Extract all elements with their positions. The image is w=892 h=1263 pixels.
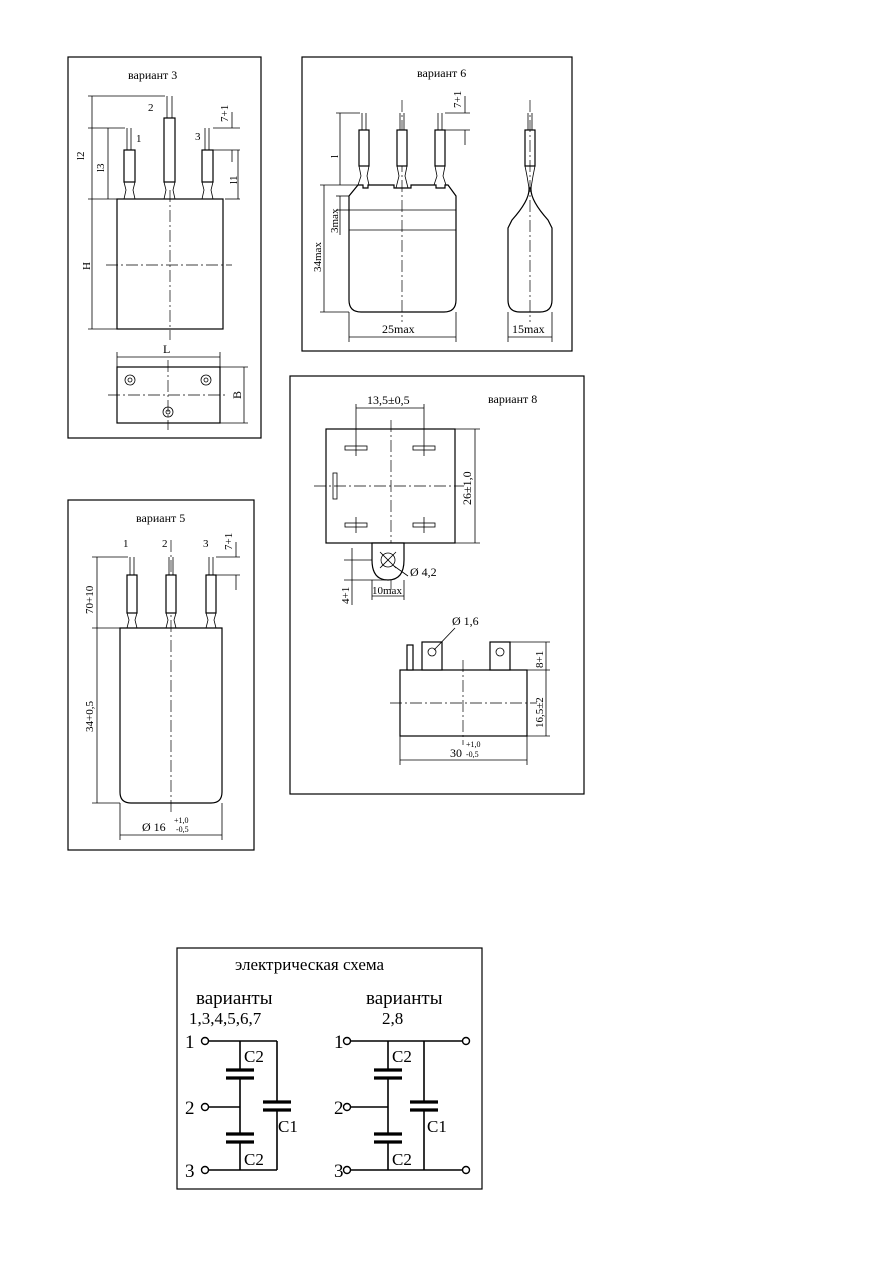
variant-8-dim-tab: 4+1 [340, 587, 352, 604]
schematic-right-terminal-3: 3 [334, 1161, 344, 1182]
schematic-title: электрическая схема [235, 955, 385, 974]
schematic-left-terminal-1: 1 [185, 1032, 195, 1053]
variant-8-frame [289, 375, 585, 795]
variant-6-frame [301, 56, 573, 352]
variant-6-dim-height: 34max [312, 242, 324, 272]
schematic-panel: электрическая схема варианты 1,3,4,5,6,7… [176, 947, 483, 1190]
variant-8-dim-body-height: 16,5±2 [534, 697, 546, 728]
variant-3-pin-2: 2 [148, 102, 154, 114]
variant-8-dim-hole: Ø 4,2 [410, 565, 437, 579]
variant-6-dim-l: l [329, 155, 341, 158]
variant-3-frame [67, 56, 262, 439]
schematic-right-terminal-1: 1 [334, 1032, 344, 1053]
variant-6-dim-shoulder: 3max [329, 208, 341, 233]
schematic-right-terminal-2: 2 [334, 1098, 344, 1119]
variant-3-pin-1: 1 [136, 133, 142, 145]
schematic-left-c2-bottom: C2 [244, 1150, 264, 1169]
variant-5-pin-3: 3 [203, 538, 209, 550]
variant-8-mount-tab [371, 542, 405, 581]
variant-8-dim-length-upper: +1,0 [466, 740, 481, 749]
variant-8-title: вариант 8 [488, 392, 537, 406]
schematic-right-circuit: 1 2 3 C2 C2 C1 [334, 1032, 471, 1182]
variant-6-panel: вариант 6 34max 3max [301, 56, 573, 352]
variant-3-dim-H: H [81, 262, 93, 270]
variant-3-dim-tol: 7+1 [219, 105, 231, 122]
variant-8-panel: вариант 8 Ø 4,2 13,5±0,5 26±1,0 [289, 375, 585, 795]
variant-3-panel: вариант 3 1 2 3 l2 l3 H [67, 56, 262, 439]
variant-3-dim-l3: l3 [95, 163, 107, 172]
schematic-right-c2-bottom: C2 [392, 1150, 412, 1169]
variant-6-dim-depth: 15max [512, 322, 545, 336]
schematic-left-circuit: 1 2 3 C2 C2 C1 [185, 1032, 298, 1182]
schematic-right-subheading: 2,8 [382, 1009, 403, 1028]
variant-8-dim-height: 26±1,0 [460, 471, 474, 505]
variant-5-frame [67, 499, 255, 851]
variant-8-dim-pin-height: 8+1 [534, 651, 546, 668]
variant-3-dim-B: B [230, 391, 244, 399]
variant-8-dim-pin-dia: Ø 1,6 [452, 614, 479, 628]
schematic-frame [176, 947, 483, 1190]
variant-6-body [348, 184, 457, 313]
variant-6-dim-tol: 7+1 [452, 91, 464, 108]
variant-5-dim-tol-lower: -0,5 [176, 825, 189, 834]
schematic-left-terminal-2: 2 [185, 1098, 195, 1119]
variant-5-dim-height: 34+0,5 [84, 701, 96, 732]
variant-8-dim-length: 30 [450, 746, 462, 760]
schematic-right-c2-top: C2 [392, 1047, 412, 1066]
variant-6-dim-width: 25max [382, 322, 415, 336]
schematic-left-c2-top: C2 [244, 1047, 264, 1066]
variant-5-dim-diameter: Ø 16 [142, 820, 166, 834]
variant-8-dim-pitch: 13,5±0,5 [367, 393, 410, 407]
variant-5-pin-2: 2 [162, 538, 168, 550]
schematic-left-terminal-3: 3 [185, 1161, 195, 1182]
schematic-right-c1: C1 [427, 1117, 447, 1136]
variant-5-panel: вариант 5 1 2 3 70+10 34+0,5 [67, 499, 255, 851]
variant-5-title: вариант 5 [136, 511, 185, 525]
variant-3-title: вариант 3 [128, 68, 177, 82]
variant-5-dim-lead: 70+10 [84, 585, 96, 614]
schematic-left-subheading: 1,3,4,5,6,7 [189, 1009, 262, 1028]
variant-8-dim-tab-width: 10max [372, 585, 402, 597]
variant-3-dim-L: L [163, 342, 170, 356]
variant-3-dim-l1: l1 [228, 175, 240, 184]
variant-6-title: вариант 6 [417, 66, 466, 80]
schematic-right-heading: варианты [366, 988, 443, 1009]
variant-8-dim-length-lower: -0,5 [466, 750, 479, 759]
schematic-left-c1: C1 [278, 1117, 298, 1136]
variant-5-dim-tol-upper: +1,0 [174, 816, 189, 825]
variant-5-leads [126, 557, 217, 629]
variant-3-dim-l2: l2 [75, 151, 87, 160]
variant-6-leads [357, 113, 447, 189]
variant-5-pin-1: 1 [123, 538, 129, 550]
schematic-left-heading: варианты [196, 988, 273, 1009]
variant-3-pin-3: 3 [195, 131, 201, 143]
variant-5-dim-tol: 7+1 [223, 533, 235, 550]
